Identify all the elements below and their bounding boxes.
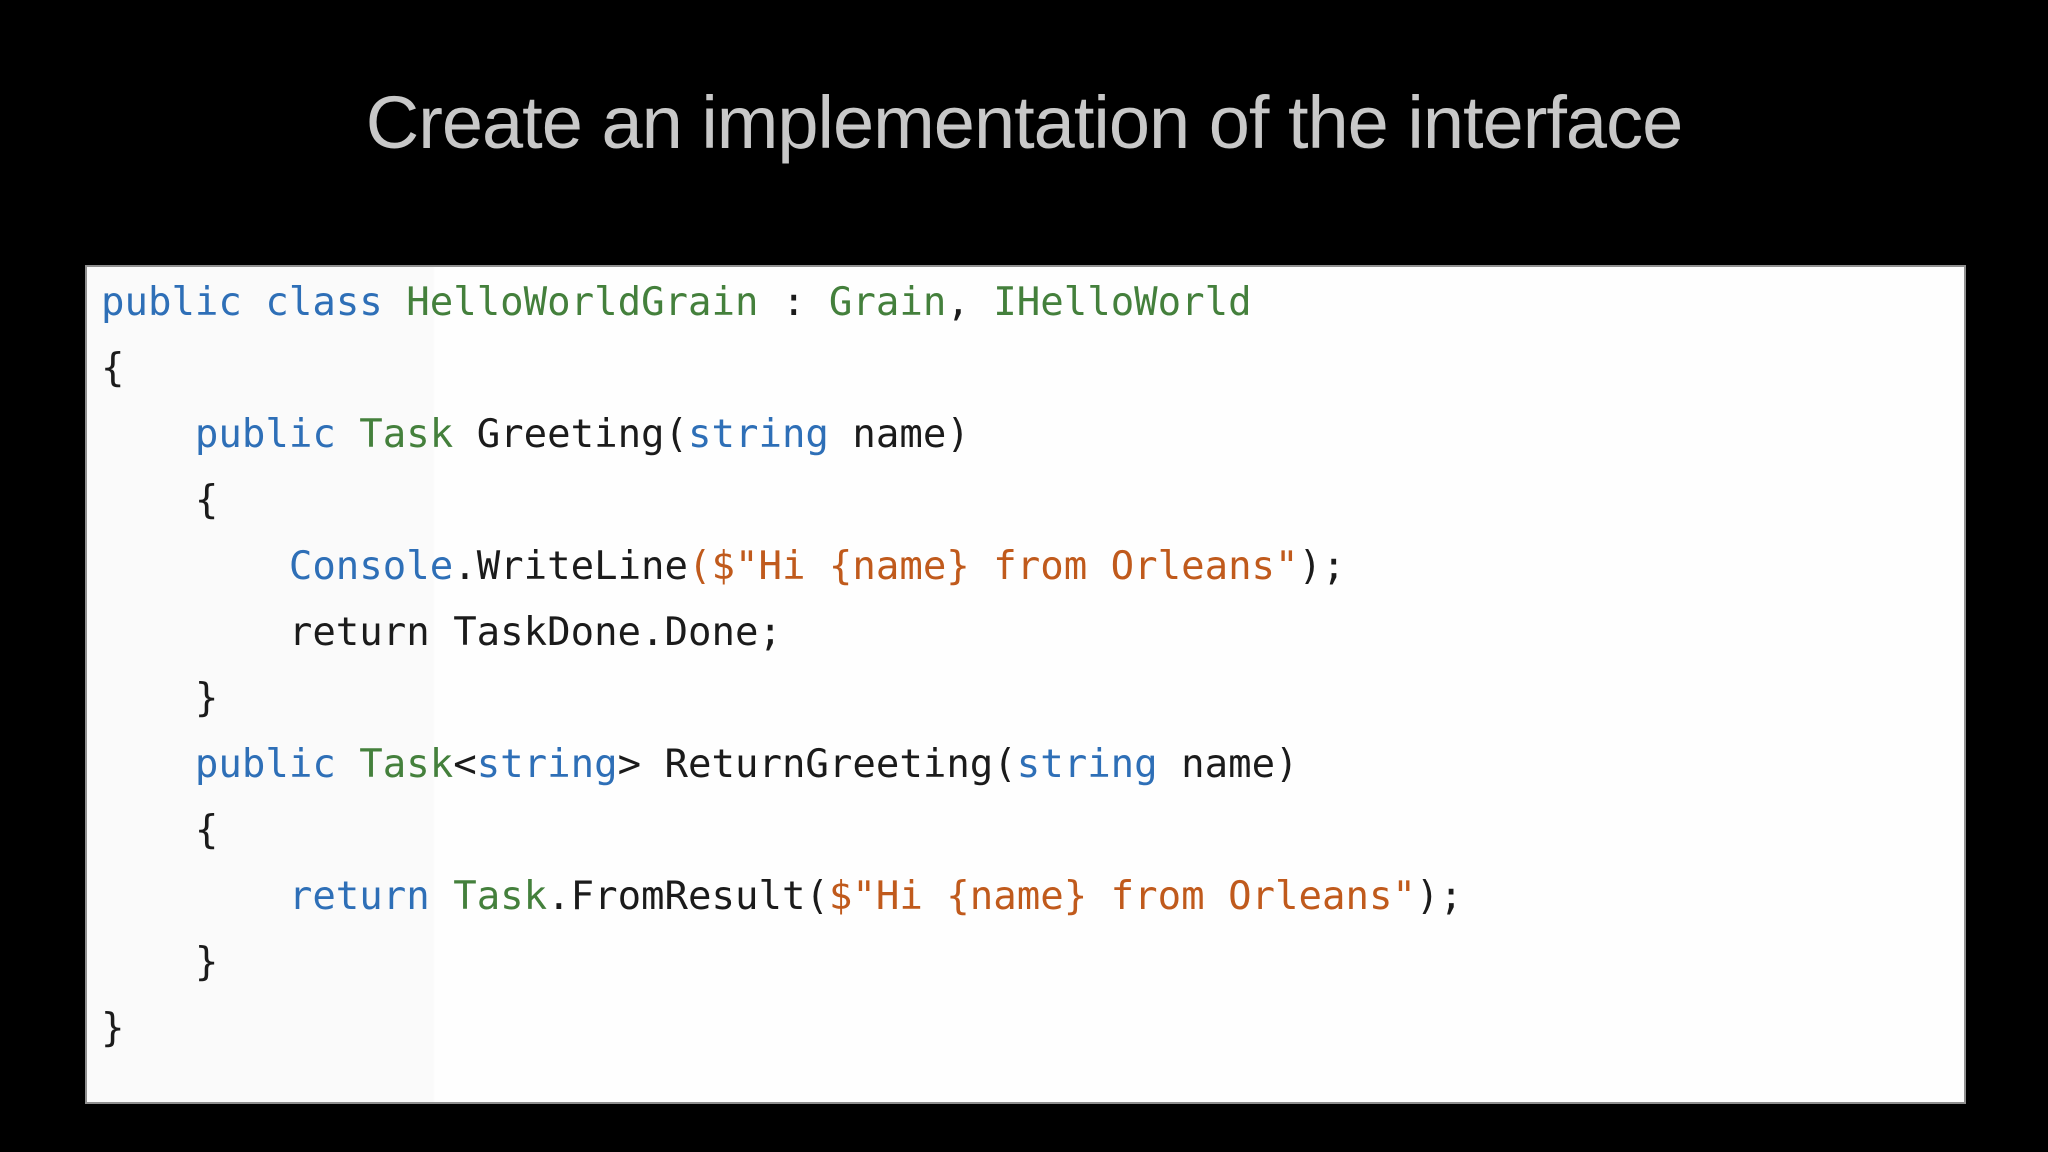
code-token-plain: ); — [1415, 874, 1463, 919]
code-line: return TaskDone.Done; — [101, 600, 1463, 666]
code-token-plain: .WriteLine — [453, 544, 689, 589]
code-token-plain — [101, 874, 289, 919]
code-line: } — [101, 996, 1463, 1062]
code-token-type: HelloWorldGrain — [406, 280, 759, 325]
code-line: Console.WriteLine($"Hi {name} from Orlea… — [101, 534, 1463, 600]
code-token-str: ($"Hi {name} from Orleans" — [688, 544, 1299, 589]
code-line: { — [101, 798, 1463, 864]
code-token-plain: name) — [1157, 742, 1299, 787]
code-token-plain: : — [758, 280, 829, 325]
code-token-kw: return — [288, 874, 430, 919]
code-token-kw: public — [194, 742, 336, 787]
code-token-plain: { — [101, 478, 219, 523]
code-token-plain: ); — [1298, 544, 1346, 589]
code-token-plain: { — [101, 808, 219, 853]
code-token-plain: return TaskDone.Done; — [101, 610, 782, 655]
code-token-plain: } — [101, 676, 219, 721]
code-line: } — [101, 666, 1463, 732]
code-line: { — [101, 336, 1463, 402]
code-token-plain — [101, 544, 289, 589]
slide-title: Create an implementation of the interfac… — [365, 81, 1683, 164]
code-token-kw: Console — [288, 544, 454, 589]
code-token-plain — [430, 874, 453, 919]
code-line: { — [101, 468, 1463, 534]
code-token-plain: > ReturnGreeting( — [617, 742, 1017, 787]
code-token-plain — [383, 280, 406, 325]
code-token-plain: } — [101, 1006, 125, 1051]
code-token-plain: name) — [828, 412, 970, 457]
code-token-plain: .FromResult( — [547, 874, 829, 919]
code-token-plain: } — [101, 940, 219, 985]
code-token-plain — [242, 280, 265, 325]
code-token-type: Task — [359, 412, 454, 457]
code-line: public class HelloWorldGrain : Grain, IH… — [101, 270, 1463, 336]
code-line: return Task.FromResult($"Hi {name} from … — [101, 864, 1463, 930]
code-token-plain — [336, 742, 359, 787]
code-content: public class HelloWorldGrain : Grain, IH… — [87, 267, 1463, 1062]
code-token-plain: Greeting( — [453, 412, 689, 457]
code-token-type: Task — [359, 742, 454, 787]
code-token-plain: < — [453, 742, 477, 787]
code-token-plain — [101, 742, 195, 787]
code-token-str: $"Hi {name} from Orleans" — [828, 874, 1416, 919]
code-token-plain: { — [101, 346, 125, 391]
code-token-plain — [101, 412, 195, 457]
code-line: public Task Greeting(string name) — [101, 402, 1463, 468]
code-block: public class HelloWorldGrain : Grain, IH… — [85, 265, 1966, 1104]
code-token-type: IHelloWorld — [993, 280, 1252, 325]
code-token-plain — [336, 412, 359, 457]
code-token-kw: string — [1016, 742, 1158, 787]
code-token-type: Grain — [828, 280, 947, 325]
code-token-kw: public — [194, 412, 336, 457]
code-token-kw: class — [265, 280, 383, 325]
code-token-kw: string — [476, 742, 618, 787]
code-token-kw: string — [688, 412, 829, 457]
code-token-kw: public — [101, 280, 242, 325]
code-line: public Task<string> ReturnGreeting(strin… — [101, 732, 1463, 798]
code-line: } — [101, 930, 1463, 996]
code-token-type: Task — [453, 874, 548, 919]
code-token-plain: , — [946, 280, 994, 325]
